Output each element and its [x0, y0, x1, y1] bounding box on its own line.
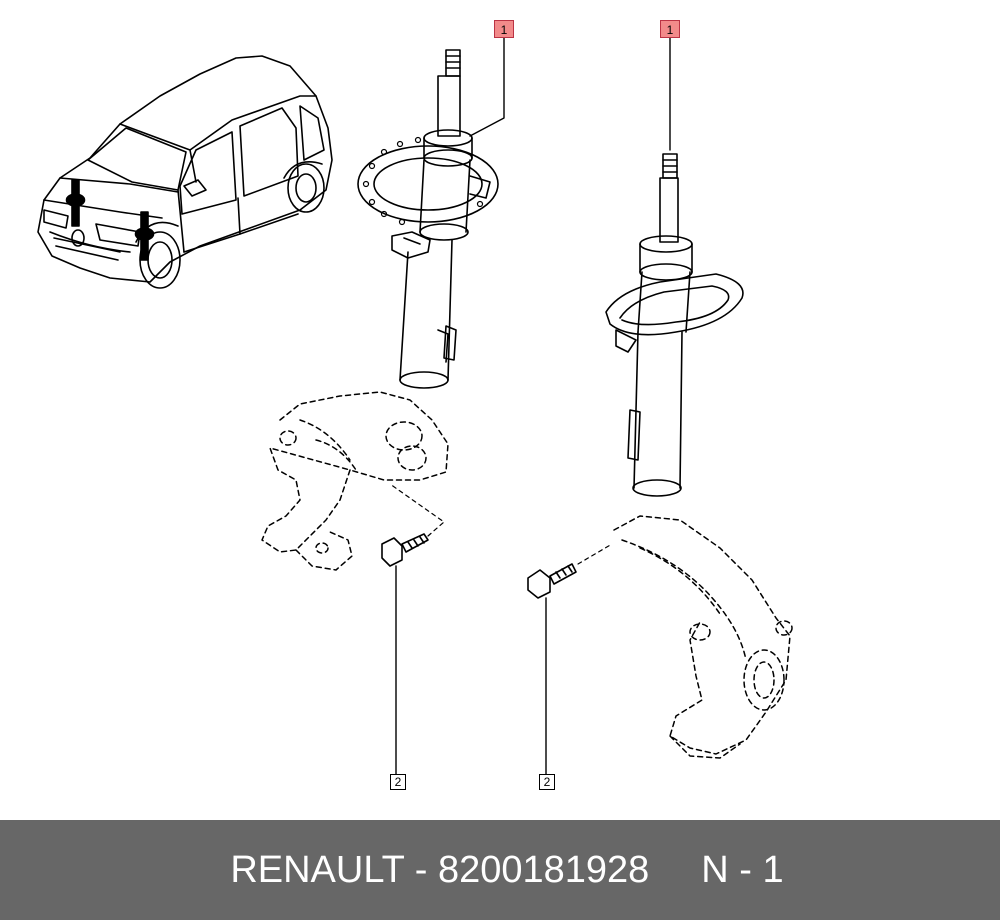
steering-knuckle-left	[261, 391, 449, 571]
mounting-bolt-left	[381, 533, 429, 567]
leader-line-strut-left	[469, 37, 505, 137]
exploded-parts-diagram	[37, 37, 793, 775]
steering-knuckle-right	[613, 515, 793, 759]
callout-bolt-left: 2	[390, 774, 406, 790]
mounting-bolt-right	[527, 563, 577, 599]
bolt-axis-left	[389, 483, 445, 537]
strut-location-marker-left	[65, 179, 155, 261]
callout-bolt-right: 2	[539, 774, 555, 790]
bolt-axis-right	[577, 543, 613, 565]
brand-part-number: RENAULT - 8200181928	[230, 848, 650, 891]
shock-absorber-strut-right	[605, 153, 744, 497]
vehicle-location-illustration	[37, 55, 333, 289]
quantity-label: N - 1	[701, 848, 784, 891]
part-info-footer: RENAULT - 8200181928 N - 1	[0, 820, 1000, 920]
callout-strut-left: 1	[494, 20, 514, 38]
shock-absorber-strut-left	[357, 49, 499, 389]
callout-strut-right: 1	[660, 20, 680, 38]
